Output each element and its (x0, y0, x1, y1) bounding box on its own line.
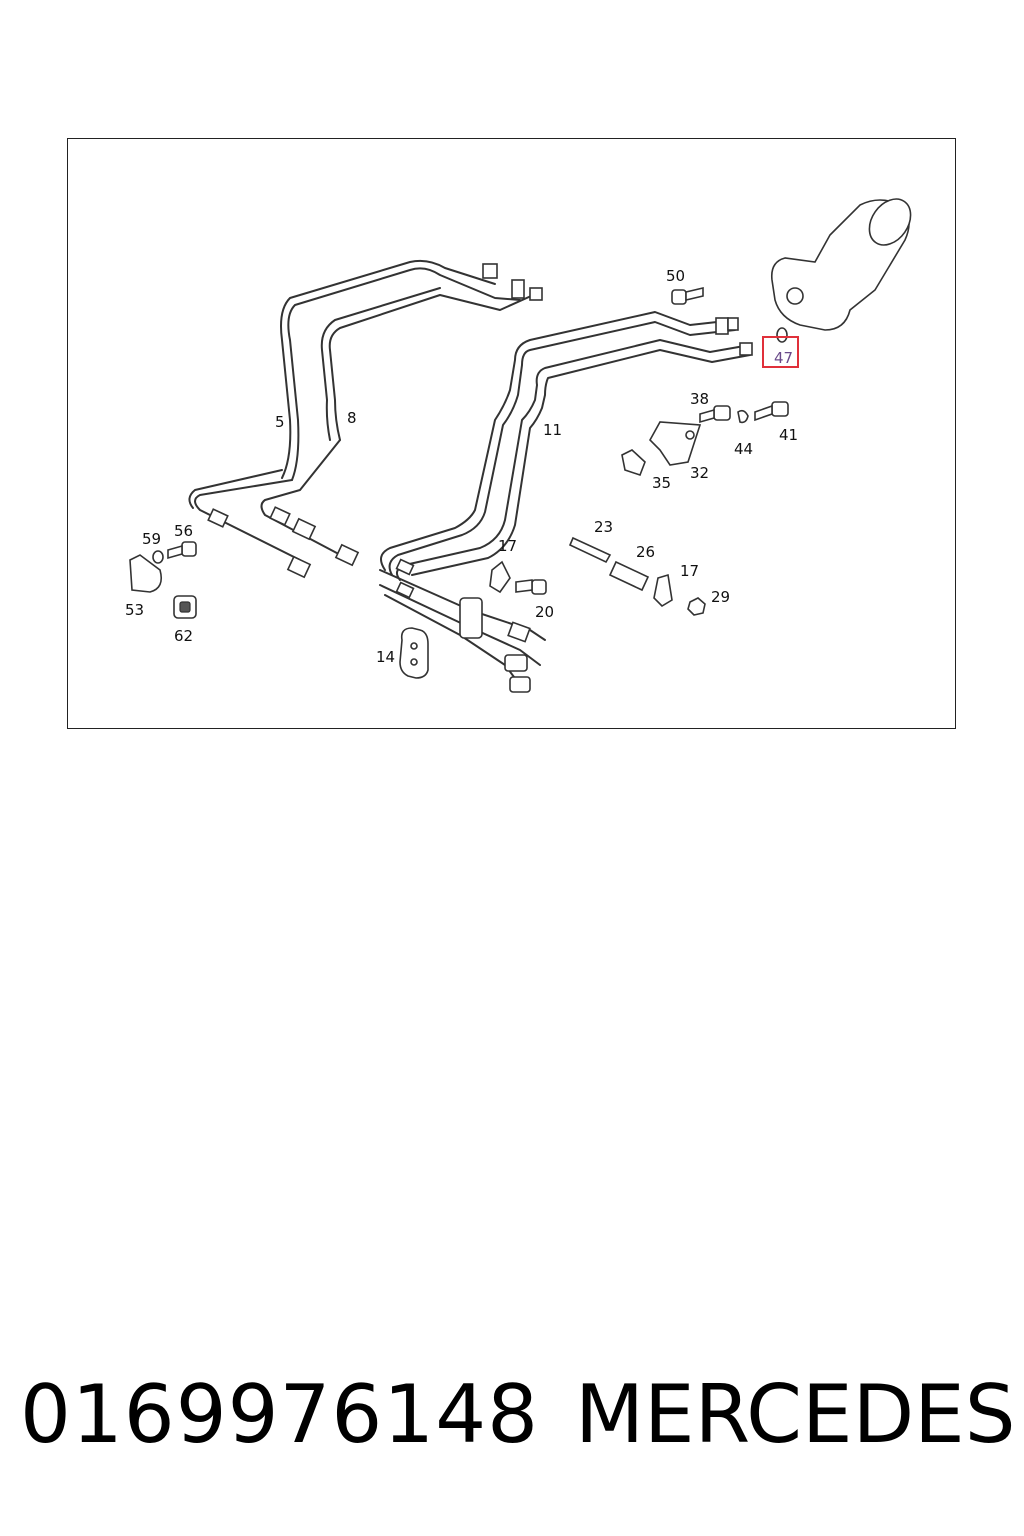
callout-17b: 17 (680, 562, 699, 580)
pipe-8-inner (320, 287, 441, 441)
connector-top-2 (511, 279, 525, 299)
callout-47: 47 (774, 349, 793, 367)
callout-44: 44 (734, 440, 753, 458)
connector-top-1 (482, 263, 498, 279)
fitting-5a (207, 508, 229, 528)
callout-56: 56 (174, 522, 193, 540)
fitting-11d (509, 676, 531, 693)
fitting-8a (269, 506, 291, 526)
callout-50: 50 (666, 267, 685, 285)
clip-44 (737, 409, 749, 424)
fitting-8b (291, 517, 317, 541)
pipe-8 (328, 291, 541, 441)
nut-29 (687, 597, 706, 616)
bolt-50-shaft (685, 286, 704, 302)
pipe-5-inner (280, 259, 496, 479)
bracket-32 (649, 421, 702, 466)
pipe-5-lower2 (188, 469, 283, 509)
callout-35: 35 (652, 474, 671, 492)
callout-38: 38 (690, 390, 709, 408)
pipe-5 (287, 267, 521, 481)
brand-name: MERCEDES (575, 1368, 1016, 1461)
diagram-frame (67, 138, 956, 729)
footer: 0169976148 MERCEDES (0, 1368, 1024, 1468)
pipe-8-lower (260, 439, 351, 561)
highlight-box-47 (762, 336, 799, 368)
bolt-41-head (771, 401, 789, 417)
callout-59: 59 (142, 530, 161, 548)
parts-diagram: 5 8 11 14 17 17 20 23 26 29 32 35 38 41 … (125, 198, 912, 693)
fitting-8c (334, 543, 360, 567)
callout-26: 26 (636, 543, 655, 561)
pipe-11-b (388, 321, 736, 576)
callout-14: 14 (376, 648, 395, 666)
connector-top-6 (739, 342, 753, 356)
bolt-38-head (713, 405, 731, 421)
fitting-5b (286, 555, 312, 579)
pipe-11-a (380, 311, 736, 571)
block-14 (399, 627, 429, 679)
washer-47 (776, 327, 788, 343)
fitting-11f (395, 581, 415, 599)
callout-8: 8 (347, 409, 357, 427)
connector-top-4 (715, 317, 729, 335)
stud-23 (568, 536, 612, 564)
part-number: 0169976148 (20, 1368, 539, 1461)
callout-29: 29 (711, 588, 730, 606)
fitting-11b (507, 621, 531, 643)
callout-32: 32 (690, 464, 709, 482)
bolt-56-shaft (167, 544, 183, 560)
callout-17a: 17 (498, 537, 517, 555)
pipe-11-lower-a (379, 569, 546, 641)
pump-port (786, 287, 804, 305)
fitting-11c (504, 654, 528, 672)
connector-top-3 (529, 287, 543, 301)
bolt-20-head (531, 579, 547, 595)
callout-5: 5 (275, 413, 285, 431)
callout-23: 23 (594, 518, 613, 536)
fitting-11a (459, 597, 483, 639)
bolt-20-shaft (515, 579, 533, 593)
callout-11: 11 (543, 421, 562, 439)
clamp-17b (653, 573, 673, 608)
pipe-11-lower-c (384, 594, 521, 686)
clamp-35 (621, 449, 646, 477)
fitting-11e (395, 558, 415, 576)
clamp-17a (489, 560, 511, 594)
sleeve-26 (608, 560, 650, 592)
pump-cap (868, 198, 912, 246)
pipe-11-d (411, 349, 751, 576)
pipe-5-lower (194, 479, 301, 561)
callout-20: 20 (535, 603, 554, 621)
callout-53: 53 (125, 601, 144, 619)
bolt-41-shaft (754, 404, 773, 422)
connector-top-5 (727, 317, 739, 331)
bolt-56-head (181, 541, 197, 557)
pipe-11-lower-b (379, 584, 541, 666)
clamp-53 (129, 554, 163, 593)
washer-59 (152, 550, 164, 564)
bolt-38-shaft (699, 408, 715, 424)
callout-62: 62 (174, 627, 193, 645)
bolt-50-head (671, 289, 687, 305)
callout-41: 41 (779, 426, 798, 444)
